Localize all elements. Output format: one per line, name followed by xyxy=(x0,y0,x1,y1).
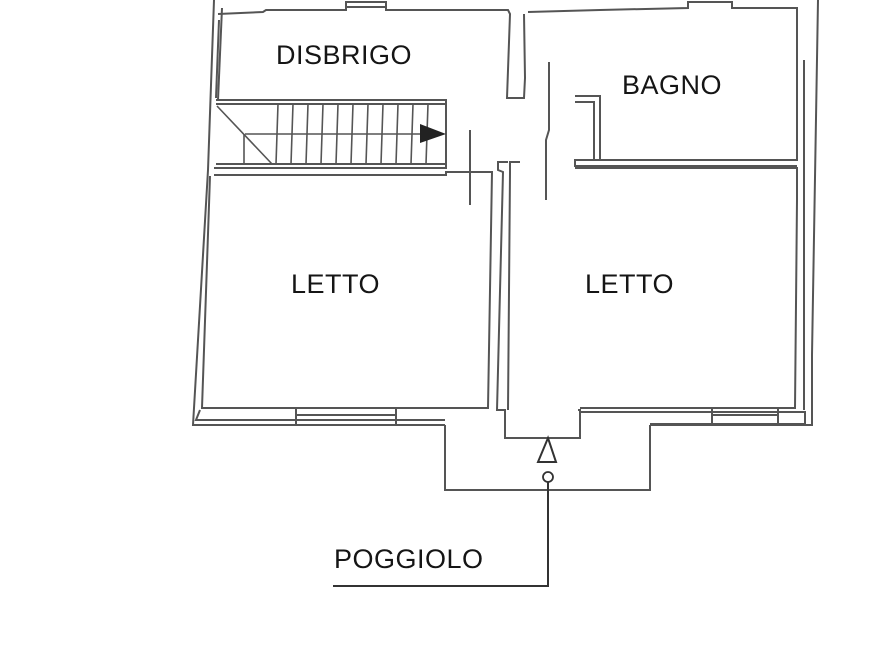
letto-right-walls xyxy=(575,60,806,425)
letto-left-walls xyxy=(194,171,494,424)
disbrigo-walls xyxy=(215,1,527,99)
bagno-walls xyxy=(527,1,798,167)
leader-origin-icon xyxy=(542,471,554,483)
room-label-bagno: BAGNO xyxy=(622,70,723,100)
hallway-walls xyxy=(469,62,581,439)
stair-direction-arrow-icon xyxy=(420,124,446,143)
room-label-letto-right: LETTO xyxy=(585,269,675,299)
window-disbrigo xyxy=(346,1,386,8)
staircase xyxy=(214,99,447,169)
room-label-disbrigo: DISBRIGO xyxy=(276,40,413,70)
room-label-letto-left: LETTO xyxy=(291,269,381,299)
annotation-label-poggiolo: POGGIOLO xyxy=(334,544,484,574)
balcony xyxy=(333,425,651,587)
